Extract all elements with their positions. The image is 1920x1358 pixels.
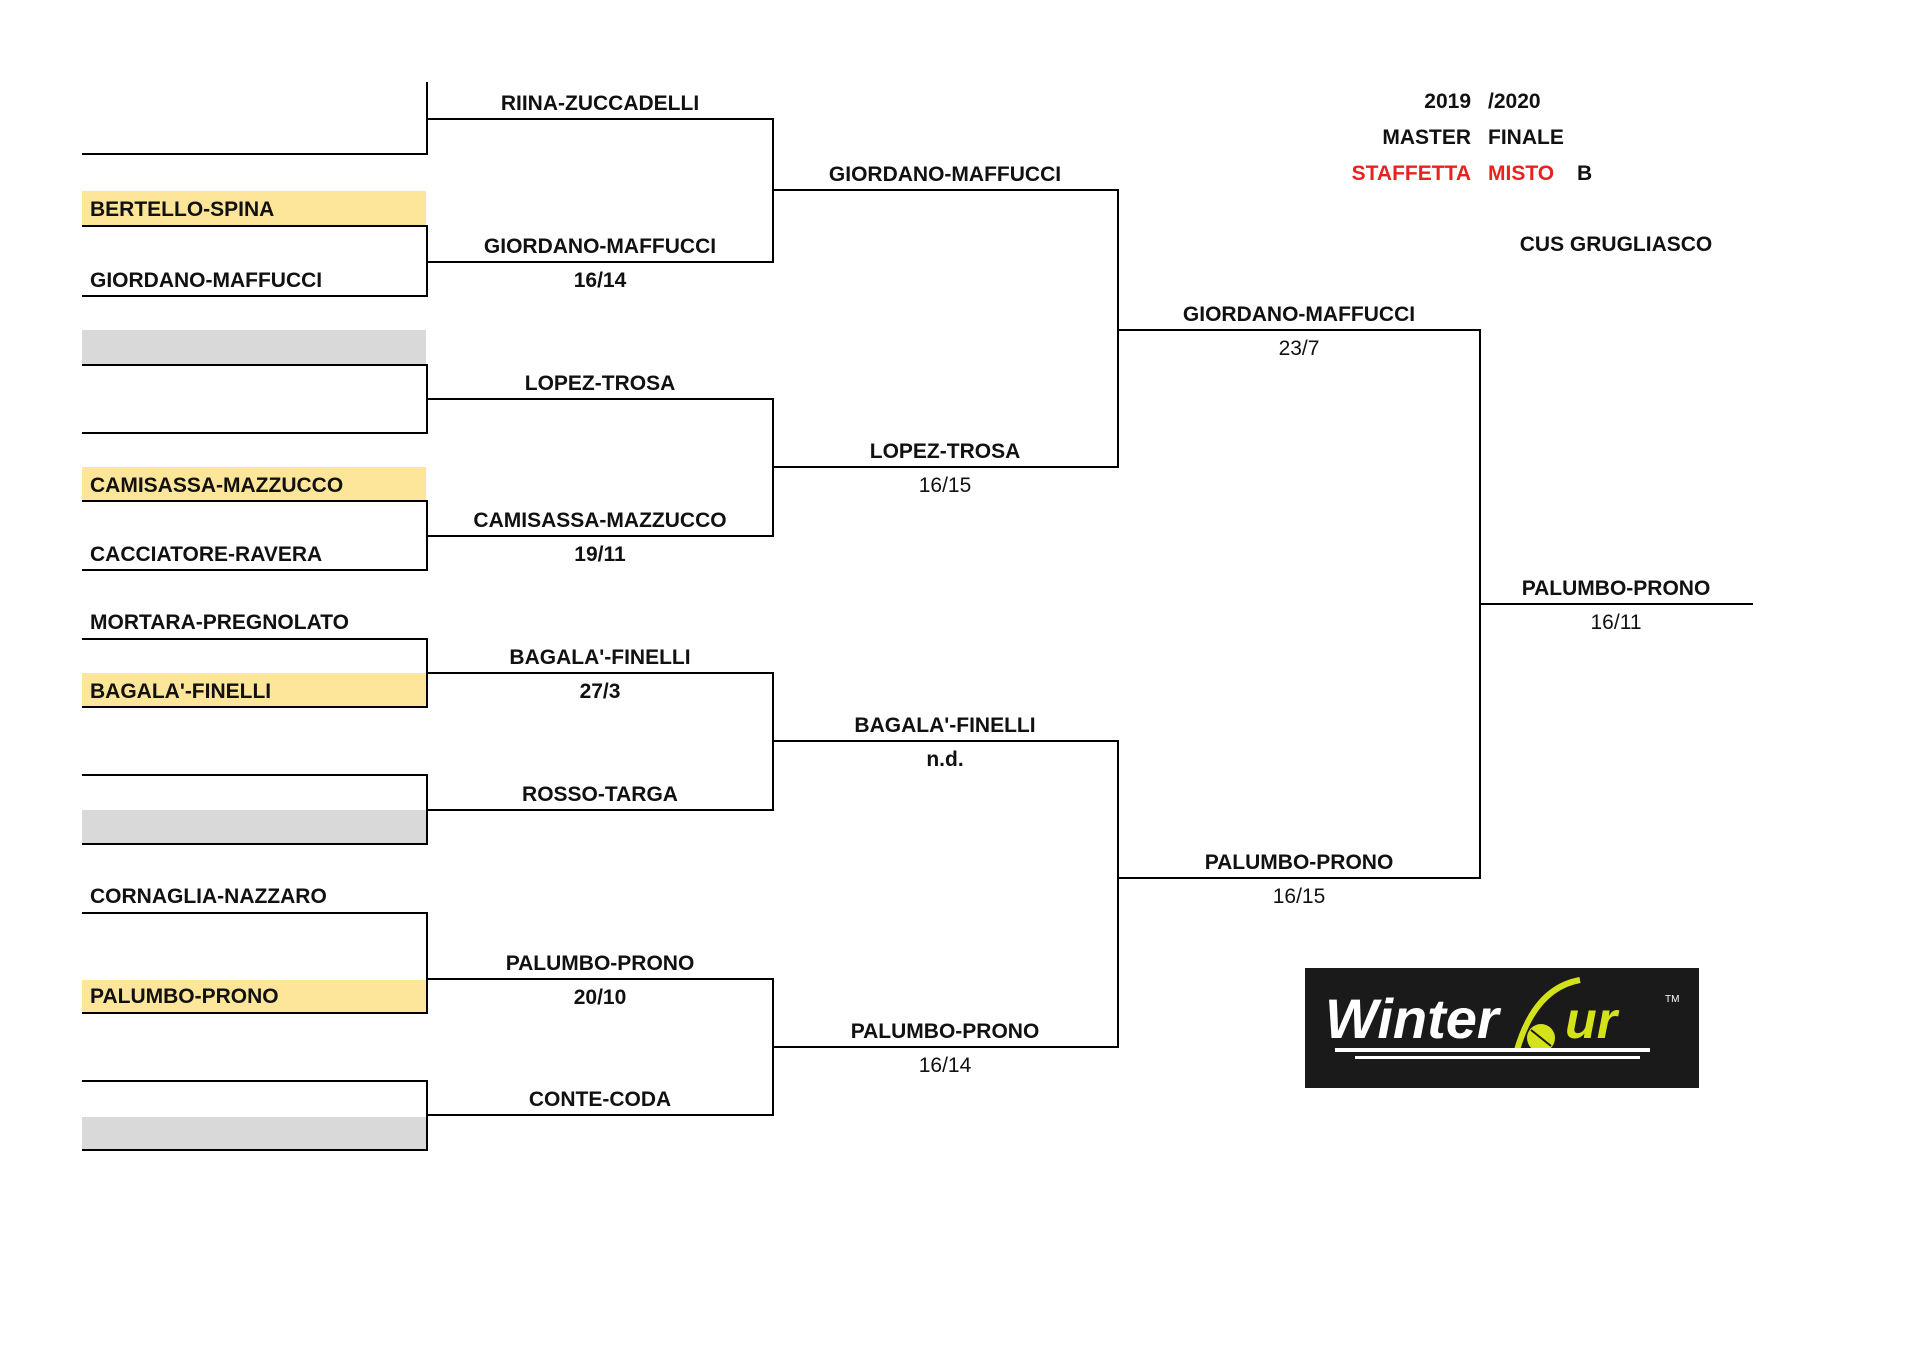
r2-score: 27/3 <box>579 680 621 703</box>
r3-winner: BAGALA'-FINELLI <box>854 714 1036 737</box>
r2-score: 20/10 <box>573 986 627 1009</box>
wintertour-logo-graphic: Winter ur TM <box>1325 977 1679 1059</box>
category-mid: MISTO <box>1488 162 1555 185</box>
r2-winner: CONTE-CODA <box>528 1088 672 1111</box>
r1-team-mortara: MORTARA-PREGNOLATO <box>90 611 349 634</box>
ball-seam <box>1530 1029 1552 1047</box>
r2-score: 16/14 <box>573 269 627 292</box>
season-end: /2020 <box>1488 90 1541 113</box>
r4-winner: GIORDANO-MAFFUCCI <box>1182 303 1416 326</box>
r2-winner: LOPEZ-TROSA <box>524 372 676 395</box>
bye-fill <box>82 810 426 844</box>
event-left: MASTER <box>1382 126 1471 149</box>
logo-tm: TM <box>1665 994 1679 1005</box>
logo-swoosh <box>1514 977 1581 1051</box>
r1-team-cornaglia: CORNAGLIA-NAZZARO <box>90 885 327 908</box>
r3-score: 16/15 <box>918 474 972 497</box>
seed-fill <box>82 673 426 707</box>
category-right: B <box>1577 162 1593 185</box>
seed-fill <box>82 980 426 1014</box>
r1-team-cacciatore: CACCIATORE-RAVERA <box>90 543 323 566</box>
r2-winner: ROSSO-TARGA <box>522 783 678 806</box>
r2-winner: GIORDANO-MAFFUCCI <box>483 235 717 258</box>
seed-fill <box>82 191 426 225</box>
r3-winner: GIORDANO-MAFFUCCI <box>828 163 1062 186</box>
venue: CUS GRUGLIASCO <box>1519 233 1713 256</box>
bye-fill <box>82 1117 426 1151</box>
r2-winner: PALUMBO-PRONO <box>505 952 695 975</box>
r3-score: n.d. <box>926 748 964 771</box>
logo-text-right: ur <box>1565 992 1620 1050</box>
r1-team-bertello: BERTELLO-SPINA <box>90 198 275 221</box>
r4-score: 16/15 <box>1272 885 1326 908</box>
final-winner: PALUMBO-PRONO <box>1521 577 1711 600</box>
bye-fill <box>82 330 426 364</box>
logo-text-left: Winter <box>1325 987 1502 1050</box>
wintertour-logo: Winter ur TM <box>1305 968 1699 1088</box>
event-right: FINALE <box>1488 126 1564 149</box>
r1-team-camisassa: CAMISASSA-MAZZUCCO <box>90 474 344 497</box>
final-score: 16/11 <box>1590 611 1642 634</box>
r1-team-bagala: BAGALA'-FINELLI <box>90 680 272 703</box>
r3-score: 16/14 <box>918 1054 972 1077</box>
r4-score: 23/7 <box>1278 337 1320 360</box>
season-start: 2019 <box>1424 90 1471 113</box>
logo-stripe <box>1355 1056 1640 1059</box>
r2-score: 19/11 <box>574 543 626 566</box>
r1-team-giordano: GIORDANO-MAFFUCCI <box>90 269 323 292</box>
seed-fill <box>82 467 426 501</box>
r3-winner: LOPEZ-TROSA <box>869 440 1021 463</box>
category-left: STAFFETTA <box>1351 162 1471 185</box>
r1-team-palumbo: PALUMBO-PRONO <box>90 985 279 1008</box>
r4-winner: PALUMBO-PRONO <box>1204 851 1394 874</box>
r3-winner: PALUMBO-PRONO <box>850 1020 1040 1043</box>
r2-winner: BAGALA'-FINELLI <box>509 646 691 669</box>
r2-winner: CAMISASSA-MAZZUCCO <box>473 509 727 532</box>
logo-stripe <box>1335 1048 1650 1052</box>
r2-winner: RIINA-ZUCCADELLI <box>500 92 700 115</box>
